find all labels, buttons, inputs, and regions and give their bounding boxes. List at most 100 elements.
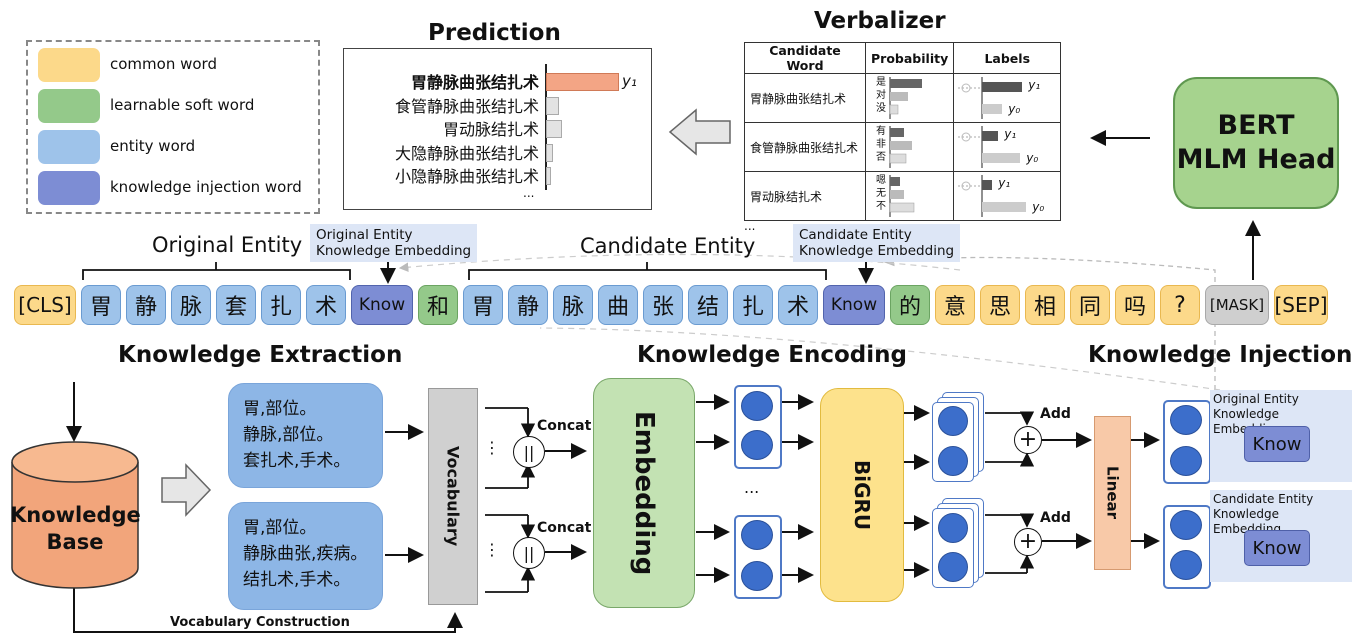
legend-swatch bbox=[38, 171, 100, 205]
original-entity-embedding-label: Original Entity Knowledge Embedding bbox=[310, 224, 478, 262]
token-edge: [SEP] bbox=[1274, 285, 1328, 325]
bert-line2: MLM Head bbox=[1176, 144, 1336, 175]
token-common: 相 bbox=[1025, 285, 1065, 325]
injection-label-line1: Original Entity bbox=[1213, 392, 1299, 406]
injection-label-line1: Candidate Entity bbox=[1213, 492, 1314, 506]
labels-cell: y₁ y₀ bbox=[953, 73, 1062, 123]
prob-char: 有 bbox=[876, 126, 886, 137]
concat-label: Concat bbox=[537, 418, 592, 434]
orig-embed-line1: Original Entity bbox=[316, 227, 413, 243]
prediction-label: 胃动脉结扎术 bbox=[442, 120, 539, 139]
knowledge-line: 结扎术,手术。 bbox=[243, 570, 351, 590]
vector-node bbox=[741, 561, 773, 591]
vertical-dots: ⋮ bbox=[484, 540, 500, 559]
vector-node bbox=[1170, 446, 1202, 476]
concat-label: Concat bbox=[537, 520, 592, 536]
kb-line1: Knowledge bbox=[10, 503, 141, 527]
token-entity: 曲 bbox=[598, 285, 638, 325]
vertical-dots: ⋮ bbox=[484, 438, 500, 457]
y1-label: y₁ bbox=[1028, 78, 1041, 92]
concat-operator: || bbox=[513, 537, 545, 569]
token-entity: 静 bbox=[126, 285, 166, 325]
vector-node bbox=[1170, 405, 1202, 435]
token-entity: 术 bbox=[778, 285, 818, 325]
probability-bars bbox=[889, 175, 915, 217]
orig-embed-line2: Knowledge Embedding bbox=[316, 243, 472, 259]
prob-char: 否 bbox=[876, 152, 886, 163]
left-arrow-icon bbox=[668, 108, 731, 156]
original-entity-know-token: Know bbox=[1244, 426, 1310, 462]
bigru-block: BiGRU bbox=[820, 388, 904, 602]
token-entity: 术 bbox=[306, 285, 346, 325]
token-entity: 静 bbox=[508, 285, 548, 325]
linear-block: Linear bbox=[1094, 416, 1131, 570]
prediction-ellipsis: ... bbox=[523, 186, 535, 200]
token-common: 同 bbox=[1070, 285, 1110, 325]
token-common: 思 bbox=[980, 285, 1020, 325]
legend-label: common word bbox=[110, 55, 217, 73]
prediction-bar bbox=[546, 120, 562, 138]
token-entity: 脉 bbox=[171, 285, 211, 325]
original-entity-label: Original Entity bbox=[152, 233, 303, 257]
probability-bars bbox=[889, 126, 912, 168]
vector-node bbox=[1170, 510, 1202, 540]
legend bbox=[26, 40, 320, 214]
prediction-label: 食管静脉曲张结扎术 bbox=[394, 96, 539, 116]
concat-operator: || bbox=[513, 436, 545, 468]
legend-label: learnable soft word bbox=[110, 96, 255, 114]
prediction-label: 大隐静脉曲张结扎术 bbox=[394, 143, 539, 163]
prob-char: 无 bbox=[876, 188, 886, 199]
token-mask: [MASK] bbox=[1205, 285, 1269, 325]
token-entity: 脉 bbox=[553, 285, 593, 325]
probability-cell: 嗯 无 不 bbox=[864, 171, 955, 221]
add-label: Add bbox=[1040, 510, 1071, 526]
header-probability: Probability bbox=[864, 42, 955, 74]
token-soft: 和 bbox=[418, 285, 458, 325]
legend-swatch bbox=[38, 89, 100, 123]
probability-bars bbox=[889, 77, 922, 119]
prob-char: 没 bbox=[876, 103, 886, 114]
prediction-label: 小隐静脉曲张结扎术 bbox=[394, 167, 539, 186]
y0-label: y₀ bbox=[1026, 151, 1039, 165]
add-operator-icon: + bbox=[1014, 528, 1042, 556]
token-common: ? bbox=[1160, 285, 1200, 325]
header-candidate-word: Candidate Word bbox=[744, 42, 866, 74]
verbalizer-word: 胃静脉曲张结扎术 bbox=[744, 73, 866, 123]
vector-node bbox=[938, 446, 968, 476]
token-edge: [CLS] bbox=[14, 285, 76, 325]
verbalizer-ellipsis: ... bbox=[744, 219, 756, 233]
candidate-entity-label: Candidate Entity bbox=[580, 234, 756, 258]
prediction-y1-label: y₁ bbox=[622, 72, 637, 90]
token-soft: 的 bbox=[890, 285, 930, 325]
knowledge-injection-title: Knowledge Injection bbox=[1088, 342, 1353, 368]
legend-label: knowledge injection word bbox=[110, 178, 302, 196]
legend-label: entity word bbox=[110, 137, 196, 155]
token-common: 吗 bbox=[1115, 285, 1155, 325]
horizontal-dots: ... bbox=[744, 478, 760, 497]
prediction-label: 胃静脉曲张结扎术 bbox=[410, 73, 539, 92]
prob-char: 是 bbox=[876, 77, 886, 88]
token-entity: 胃 bbox=[463, 285, 503, 325]
label-bars bbox=[958, 175, 1027, 217]
vector-node bbox=[938, 552, 968, 582]
verbalizer-word: 胃动脉结扎术 bbox=[744, 171, 866, 221]
embedding-block: Embedding bbox=[593, 378, 695, 608]
knowledge-base-cylinder-icon bbox=[11, 441, 139, 589]
prediction-bar bbox=[546, 96, 559, 115]
vector-node bbox=[938, 406, 968, 436]
prediction-panel bbox=[343, 48, 652, 210]
y1-label: y₁ bbox=[998, 176, 1011, 190]
labels-cell: y₁ y₀ bbox=[953, 122, 1062, 172]
add-operator-icon: + bbox=[1014, 426, 1042, 454]
y0-label: y₀ bbox=[1008, 102, 1021, 116]
verbalizer-title: Verbalizer bbox=[814, 8, 946, 34]
token-entity: 胃 bbox=[81, 285, 121, 325]
injection-label: Candidate Entity Knowledge Embedding bbox=[1210, 490, 1352, 539]
token-entity: 扎 bbox=[261, 285, 301, 325]
labels-cell: y₁ y₀ bbox=[953, 171, 1062, 221]
vocabulary-label: Vocabulary bbox=[443, 446, 463, 547]
knowledge-line: 静脉曲张,疾病。 bbox=[243, 544, 368, 564]
bert-mlm-head: BERT MLM Head bbox=[1173, 77, 1339, 209]
kb-line2: Base bbox=[46, 530, 104, 554]
knowledge-line: 胃,部位。 bbox=[243, 399, 317, 419]
